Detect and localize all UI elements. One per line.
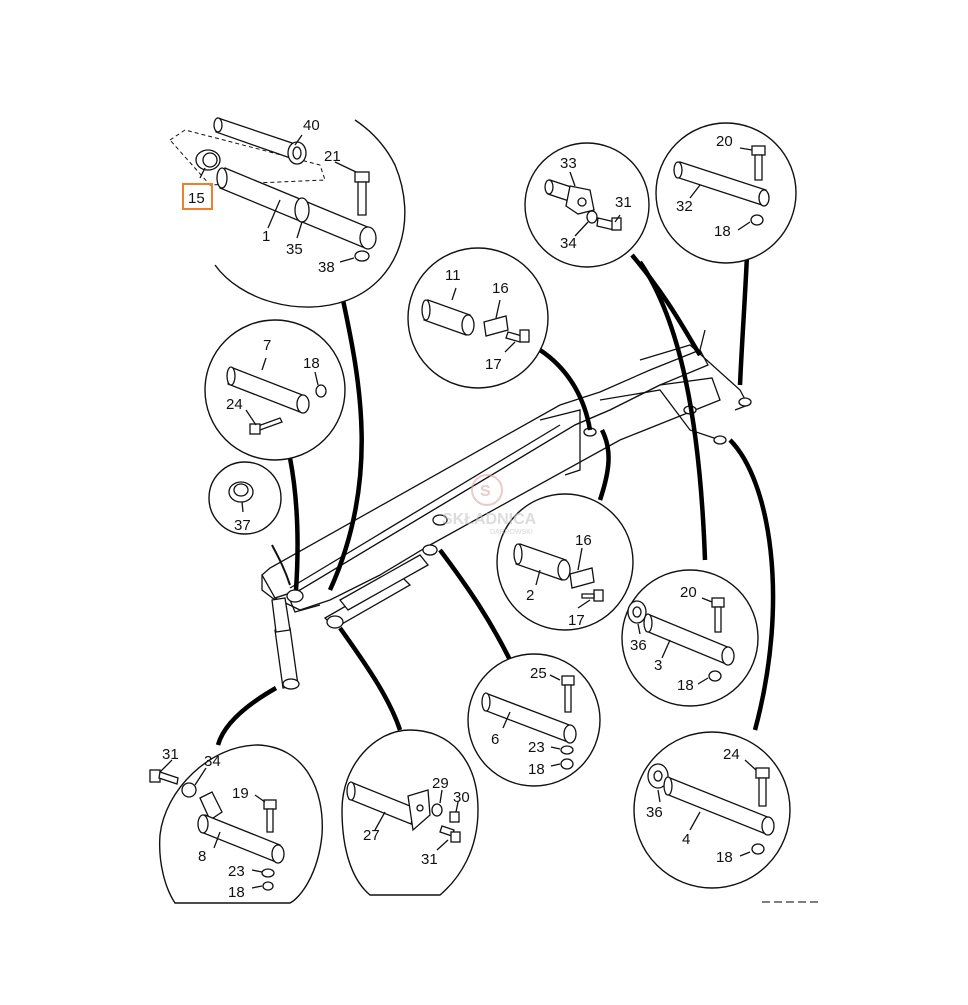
label-18: 18 xyxy=(714,223,731,240)
label-31-b: 31 xyxy=(162,746,179,763)
detail-circle-10 xyxy=(633,731,791,889)
label-24: 24 xyxy=(226,396,243,413)
label-7: 7 xyxy=(263,337,271,354)
label-34-b: 34 xyxy=(204,753,221,770)
detail-circle-6 xyxy=(208,461,282,535)
label-16: 16 xyxy=(492,280,509,297)
part-labels: 40 15 21 1 35 38 33 31 34 20 32 18 11 16… xyxy=(162,117,740,901)
label-20-b: 20 xyxy=(680,584,697,601)
label-17: 17 xyxy=(485,356,502,373)
label-21: 21 xyxy=(324,148,341,165)
label-17-b: 17 xyxy=(568,612,585,629)
label-31: 31 xyxy=(615,194,632,211)
label-29: 29 xyxy=(432,775,449,792)
label-36-b: 36 xyxy=(646,804,663,821)
selected-highlight-box xyxy=(182,183,213,210)
watermark-subtitle: DĄBROWSKI xyxy=(490,529,533,536)
label-3: 3 xyxy=(654,657,662,674)
label-35: 35 xyxy=(286,241,303,258)
detail-circle-7 xyxy=(496,493,634,631)
label-8: 8 xyxy=(198,848,206,865)
label-36: 36 xyxy=(630,637,647,654)
detail-circle-9 xyxy=(467,653,601,787)
label-33-text: 33 xyxy=(560,155,577,172)
label-18-b: 18 xyxy=(303,355,320,372)
label-32: 32 xyxy=(676,198,693,215)
detail-circle-8 xyxy=(621,569,759,707)
label-40: 40 xyxy=(303,117,320,134)
label-23-b: 23 xyxy=(228,863,245,880)
label-2: 2 xyxy=(526,587,534,604)
label-19: 19 xyxy=(232,785,249,802)
label-18-d: 18 xyxy=(528,761,545,778)
label-25: 25 xyxy=(530,665,547,682)
label-34: 34 xyxy=(560,235,577,252)
label-27: 27 xyxy=(363,827,380,844)
detail-circle-5 xyxy=(204,319,346,461)
label-16-b: 16 xyxy=(575,532,592,549)
label-18-e: 18 xyxy=(716,849,733,866)
detail-circle-11 xyxy=(149,744,323,904)
label-1: 1 xyxy=(262,228,270,245)
watermark-title: SKŁADNICA xyxy=(442,511,537,528)
label-30: 30 xyxy=(453,789,470,806)
leader-lines xyxy=(215,253,776,746)
detail-circle-3 xyxy=(655,122,797,264)
label-24-b: 24 xyxy=(723,746,740,763)
watermark-logo-icon xyxy=(471,474,503,506)
label-38: 38 xyxy=(318,259,335,276)
detail-circle-2 xyxy=(524,142,650,268)
label-6: 6 xyxy=(491,731,499,748)
boom-arm xyxy=(261,329,752,690)
label-4: 4 xyxy=(682,831,690,848)
watermark: S SKŁADNICA DĄBROWSKI xyxy=(442,474,537,536)
label-18-c: 18 xyxy=(677,677,694,694)
label-37: 37 xyxy=(234,517,251,534)
detail-circle-12 xyxy=(341,729,479,896)
label-23: 23 xyxy=(528,739,545,756)
label-20: 20 xyxy=(716,133,733,150)
label-31-c: 31 xyxy=(421,851,438,868)
watermark-logo-glyph: S xyxy=(480,483,491,500)
label-15: 15 xyxy=(188,190,205,207)
detail-circle-1 xyxy=(169,117,406,308)
label-18-f: 18 xyxy=(228,884,245,901)
label-11: 11 xyxy=(445,267,461,284)
detail-circle-4 xyxy=(407,247,549,389)
